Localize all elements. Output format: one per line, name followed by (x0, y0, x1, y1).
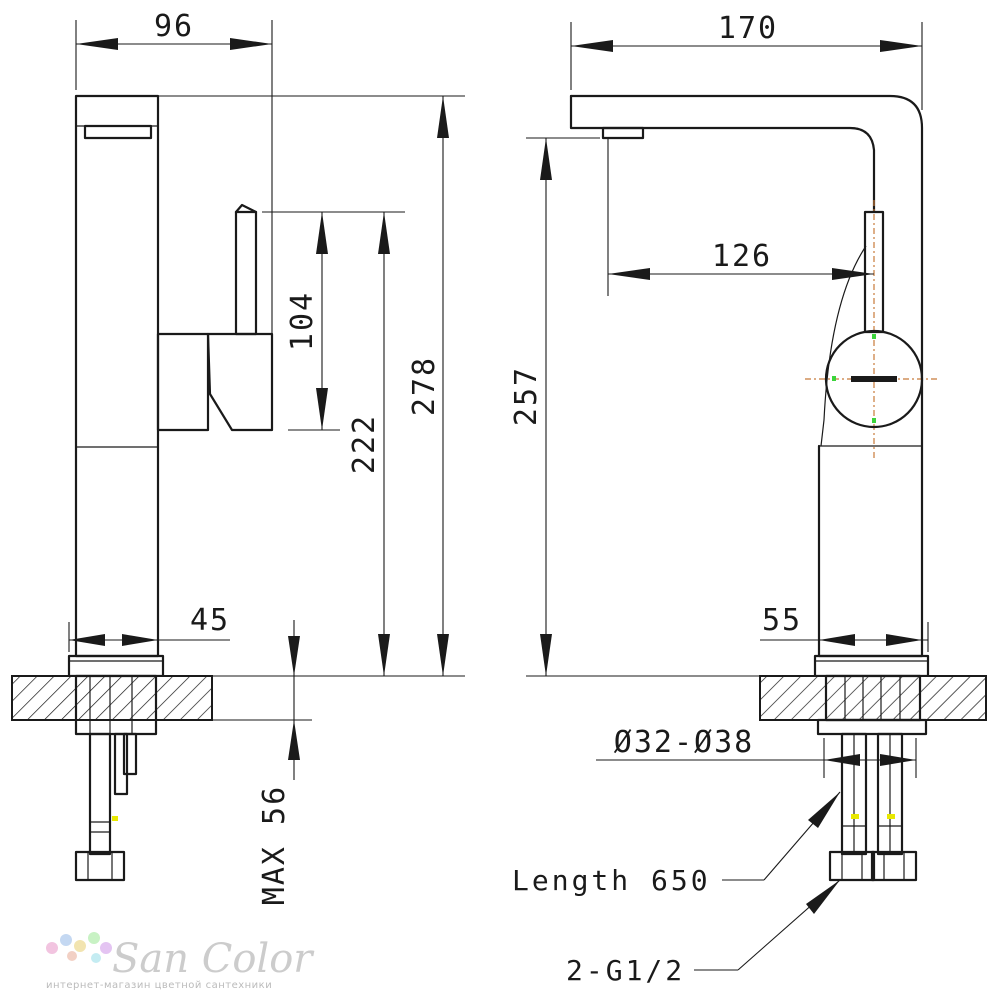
side-hose (88, 732, 112, 856)
watermark-brand: San Color (112, 936, 315, 982)
side-marker (112, 816, 118, 821)
label-connection: 2-G1/2 (566, 954, 685, 987)
label-hose-length: Length 650 (512, 864, 711, 897)
dim-spout-height: 257 (509, 366, 544, 426)
front-counter (759, 675, 987, 721)
dim-max-counter: MAX 56 (257, 785, 292, 905)
front-base-ring (813, 654, 930, 678)
watermark: San Color интернет-магазин цветной санте… (46, 932, 315, 991)
side-base-ring (67, 654, 165, 678)
side-body (74, 94, 160, 658)
front-spout (569, 94, 924, 658)
dim-base-width-side: 45 (190, 603, 230, 638)
front-lever-knob (824, 329, 924, 429)
dim-lever-base-height: 222 (347, 414, 382, 474)
front-hose-nut-right (870, 850, 918, 882)
front-aerator (601, 126, 645, 140)
dim-side-width: 96 (154, 9, 194, 44)
front-hose-nut-left (828, 850, 876, 882)
dim-spout-reach: 126 (712, 239, 772, 274)
side-view: 96 104 222 278 45 MAX 56 (11, 9, 465, 905)
side-counter (11, 675, 213, 721)
dim-front-width: 170 (718, 11, 778, 46)
watermark-dots-icon (46, 942, 58, 954)
side-top-cap (83, 124, 153, 140)
watermark-tagline: интернет-магазин цветной сантехники (46, 980, 272, 991)
dim-lever-height: 104 (285, 291, 320, 351)
side-hose-nut (74, 850, 126, 882)
dim-hole-diameter: Ø32-Ø38 (614, 725, 754, 760)
front-view: 170 257 126 55 Ø32-Ø38 Length 650 (509, 11, 987, 987)
dim-total-height: 278 (407, 356, 442, 416)
side-lever (156, 203, 274, 432)
dim-base-width-front: 55 (762, 603, 802, 638)
front-marker-top (872, 334, 876, 339)
